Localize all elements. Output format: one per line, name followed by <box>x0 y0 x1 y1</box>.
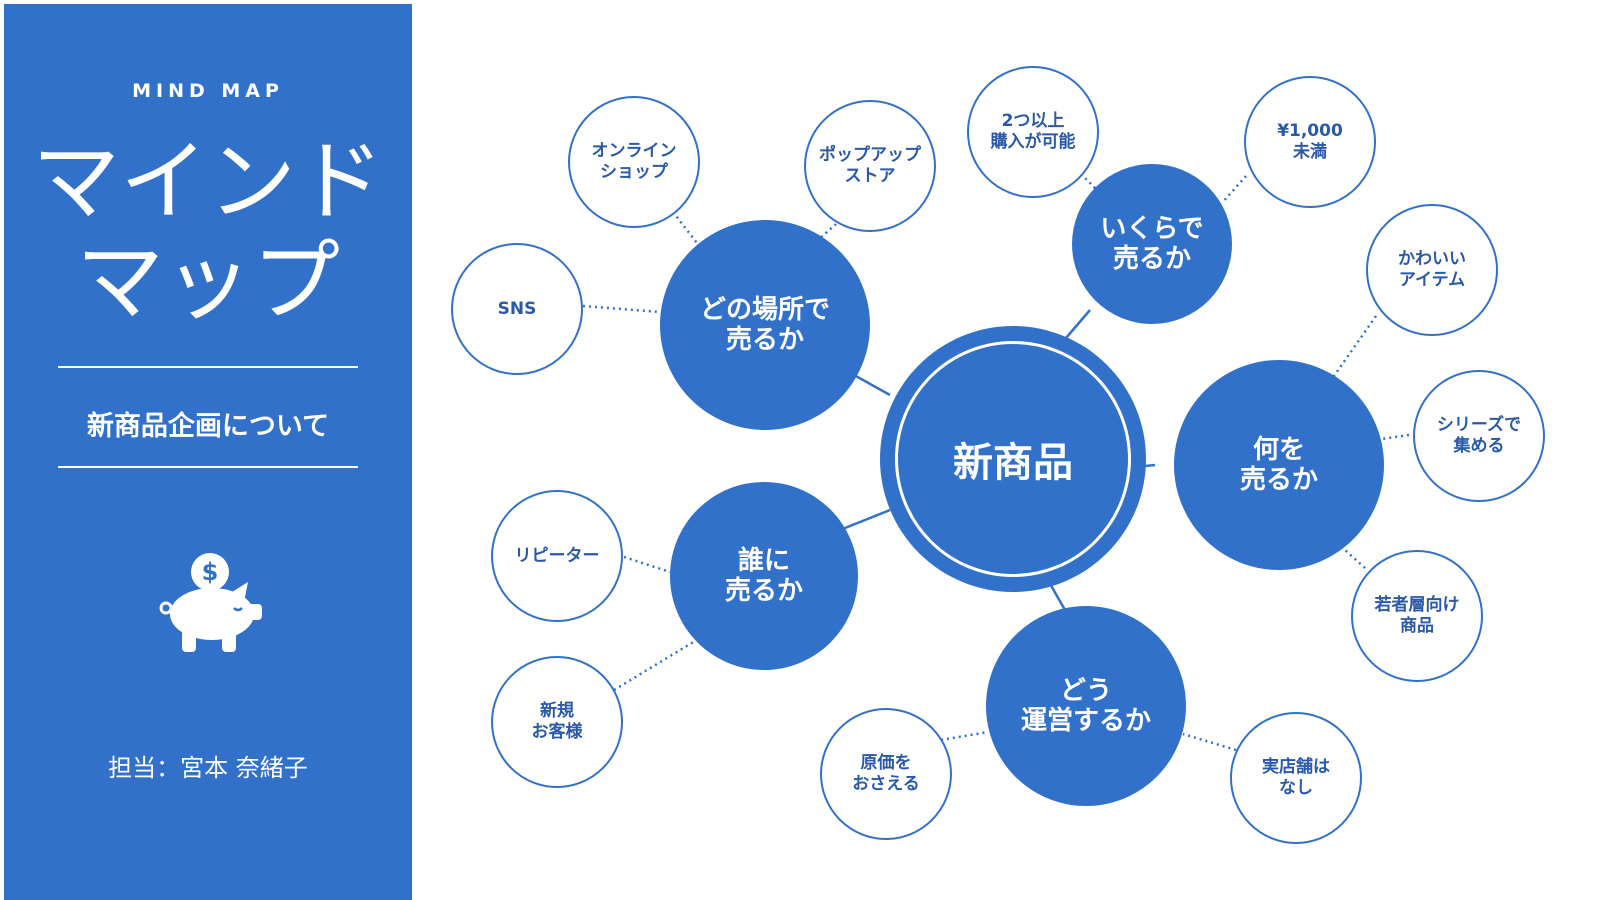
connector-young <box>1344 549 1366 569</box>
leaf-under-1000[interactable]: ¥1,000 未満 <box>1244 76 1376 208</box>
piggy-bank-dollar-icon: $ <box>159 553 262 652</box>
leaf-series[interactable]: シリーズで 集める <box>1413 370 1545 502</box>
connector-two-items <box>1080 173 1099 192</box>
connector-1000 <box>1221 175 1247 204</box>
branch-price[interactable]: いくらで 売るか <box>1072 164 1232 324</box>
leaf-cute-items[interactable]: かわいい アイテム <box>1366 204 1498 336</box>
leaf-repeater[interactable]: リピーター <box>491 490 623 622</box>
leaf-young-target-label: 若者層向け 商品 <box>1374 595 1460 636</box>
branch-where-label: どの場所で 売るか <box>699 295 830 355</box>
leaf-sns[interactable]: SNS <box>451 243 583 375</box>
top-divider <box>58 366 358 368</box>
leaf-no-store-label: 実店舗は なし <box>1262 757 1330 798</box>
leaf-online-shop[interactable]: オンライン ショップ <box>568 96 700 228</box>
leaf-young-target[interactable]: 若者層向け 商品 <box>1351 550 1483 682</box>
branch-how[interactable]: どう 運営するか <box>986 606 1186 806</box>
connector-sns <box>582 304 661 314</box>
leaf-no-store[interactable]: 実店舗は なし <box>1230 712 1362 844</box>
leaf-new-customer-label: 新規 お客様 <box>531 701 583 742</box>
branch-what-label: 何を 売るか <box>1239 435 1318 495</box>
branch-price-label: いくらで 売るか <box>1100 214 1204 274</box>
page-title-text: マインド マップ <box>31 130 384 333</box>
mind-map-label: MIND MAP <box>132 80 284 102</box>
leaf-online-shop-label: オンライン ショップ <box>591 141 677 182</box>
leaf-popup-store-label: ポップアップ ストア <box>819 145 921 186</box>
leaf-cute-items-label: かわいい アイテム <box>1398 249 1466 290</box>
branch-how-label: どう 運営するか <box>1020 676 1151 736</box>
svg-text:$: $ <box>202 558 219 586</box>
center-node-ring: 新商品 <box>895 341 1131 577</box>
owner-label: 担当：宮本 奈緒子 <box>108 754 308 782</box>
connector-online <box>672 211 698 244</box>
leaf-repeater-label: リピーター <box>514 545 600 566</box>
branch-what[interactable]: 何を 売るか <box>1174 360 1384 570</box>
leaf-reduce-cost-label: 原価を おさえる <box>852 753 920 794</box>
subject-label: 新商品企画について <box>86 411 330 442</box>
connector-cost <box>940 730 989 742</box>
leaf-new-customer[interactable]: 新規 お客様 <box>491 656 623 788</box>
leaf-reduce-cost[interactable]: 原価を おさえる <box>820 708 952 840</box>
leaf-series-label: シリーズで 集める <box>1436 415 1522 456</box>
branch-where[interactable]: どの場所で 売るか <box>660 220 870 430</box>
connector-new <box>613 639 696 692</box>
connector-repeater <box>623 555 671 574</box>
leaf-two-items[interactable]: 2つ以上 購入が可能 <box>967 66 1099 198</box>
sidebar-panel: MIND MAP マインド マップ 新商品企画について $ 担当：宮本 奈緒子 <box>4 4 412 900</box>
connector-popup <box>817 223 837 241</box>
leaf-popup-store[interactable]: ポップアップ ストア <box>804 100 936 232</box>
branch-who-label: 誰に 売るか <box>724 546 803 606</box>
connector-no-store <box>1182 732 1237 752</box>
leaf-sns-label: SNS <box>497 298 537 319</box>
leaf-under-1000-label: ¥1,000 未満 <box>1277 121 1343 162</box>
branch-who[interactable]: 誰に 売るか <box>670 482 858 670</box>
page-title: マインド マップ <box>4 132 412 332</box>
center-node[interactable]: 新商品 <box>880 326 1146 592</box>
leaf-two-items-label: 2つ以上 購入が可能 <box>990 111 1076 152</box>
bottom-divider <box>58 466 358 468</box>
center-node-label: 新商品 <box>953 440 1073 486</box>
connector-cute <box>1332 315 1378 377</box>
connector-who <box>839 508 891 532</box>
